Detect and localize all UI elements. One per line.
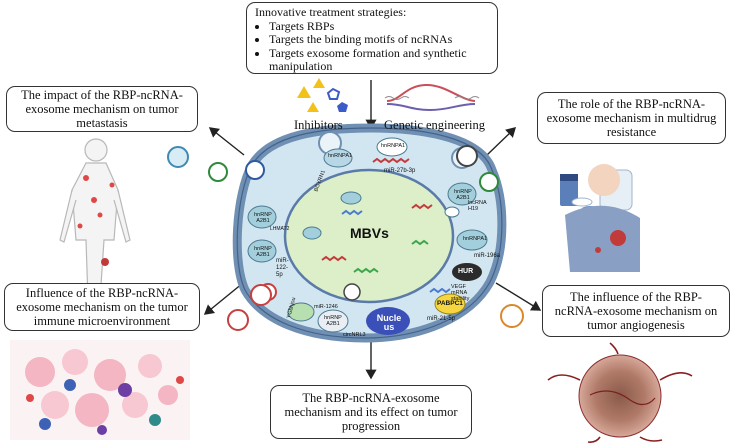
inhibitors-label: Inhibitors (294, 118, 343, 132)
metastasis-box: The impact of the RBP-ncRNA-exosome mech… (6, 86, 198, 132)
genetic-engineering-icon (384, 83, 480, 112)
nucleus-label: Nucle us (376, 313, 402, 332)
hur-label: HUR (458, 268, 474, 275)
inhibitor-shapes-icon (297, 78, 348, 112)
hnrnp-a2b1-label: hnRNP A2B1 (254, 246, 272, 258)
treatment-item: Targets exosome formation and synthetic … (269, 46, 489, 74)
treatment-strategies-box: Innovative treatment strategies: Targets… (246, 2, 498, 74)
circnrl3-label: circNRL3 (343, 332, 366, 338)
mbvs-label: MBVs (350, 225, 389, 241)
mir196-label: miR-196a (474, 253, 501, 259)
hnrnpa1-label: hnRNPA1 (328, 153, 353, 159)
patient-multidrug-figure (560, 164, 640, 272)
mir1246-label: miR-1246 (314, 304, 338, 310)
pabpc1-label: PABPC1 (437, 300, 463, 307)
treatment-list: Targets RBPs Targets the binding motifs … (255, 19, 489, 74)
cell-illustration (232, 123, 507, 343)
angiogenesis-box: The influence of the RBP-ncRNA-exosome m… (542, 285, 730, 337)
connector-arrows (203, 80, 542, 380)
treatment-item: Targets the binding motifs of ncRNAs (269, 32, 489, 47)
tumor-progression-box: The RBP-ncRNA-exosome mechanism and its … (270, 385, 472, 439)
hnrnpa1-label: hnRNPA1 (381, 143, 406, 149)
extracellular-vesicles (167, 145, 524, 331)
treatment-title: Innovative treatment strategies: (255, 5, 407, 19)
mir27-label: miR-27b-3p (384, 168, 416, 174)
vegf-label: VEGF mRNA stability (451, 284, 470, 302)
immune-microenvironment-cells (10, 340, 190, 440)
human-metastasis-figure (59, 138, 131, 301)
hnrnp-a2b1-label: hnRNP A2B1 (324, 315, 342, 327)
genetic-engineering-label: Genetic engineering (384, 118, 485, 132)
hnrnpa1-label: hnRNPA1 (463, 236, 488, 242)
mir21-label: miR-21-5p (427, 316, 456, 322)
lhmat2-label: LHMAT2 (270, 226, 290, 232)
ygbhjou-label: YGbhjou (286, 296, 298, 320)
lncrna-h19-label: lncRNA H19 (468, 200, 487, 212)
hnrnp-a2b1-label: hnRNP A2B1 (254, 212, 272, 224)
tumor-angiogenesis-figure (547, 342, 693, 443)
mir122-label: miR-122-5p (276, 258, 289, 278)
treatment-item: Targets RBPs (269, 19, 489, 34)
hnrnp-a2b1-label: hnRNP A2B1 (454, 189, 472, 201)
multidrug-resistance-box: The role of the RBP-ncRNA-exosome mechan… (537, 92, 726, 144)
bcyrn1-label: BCYRN1 (313, 169, 327, 193)
immune-microenvironment-box: Influence of the RBP-ncRNA-exosome mecha… (4, 283, 200, 331)
